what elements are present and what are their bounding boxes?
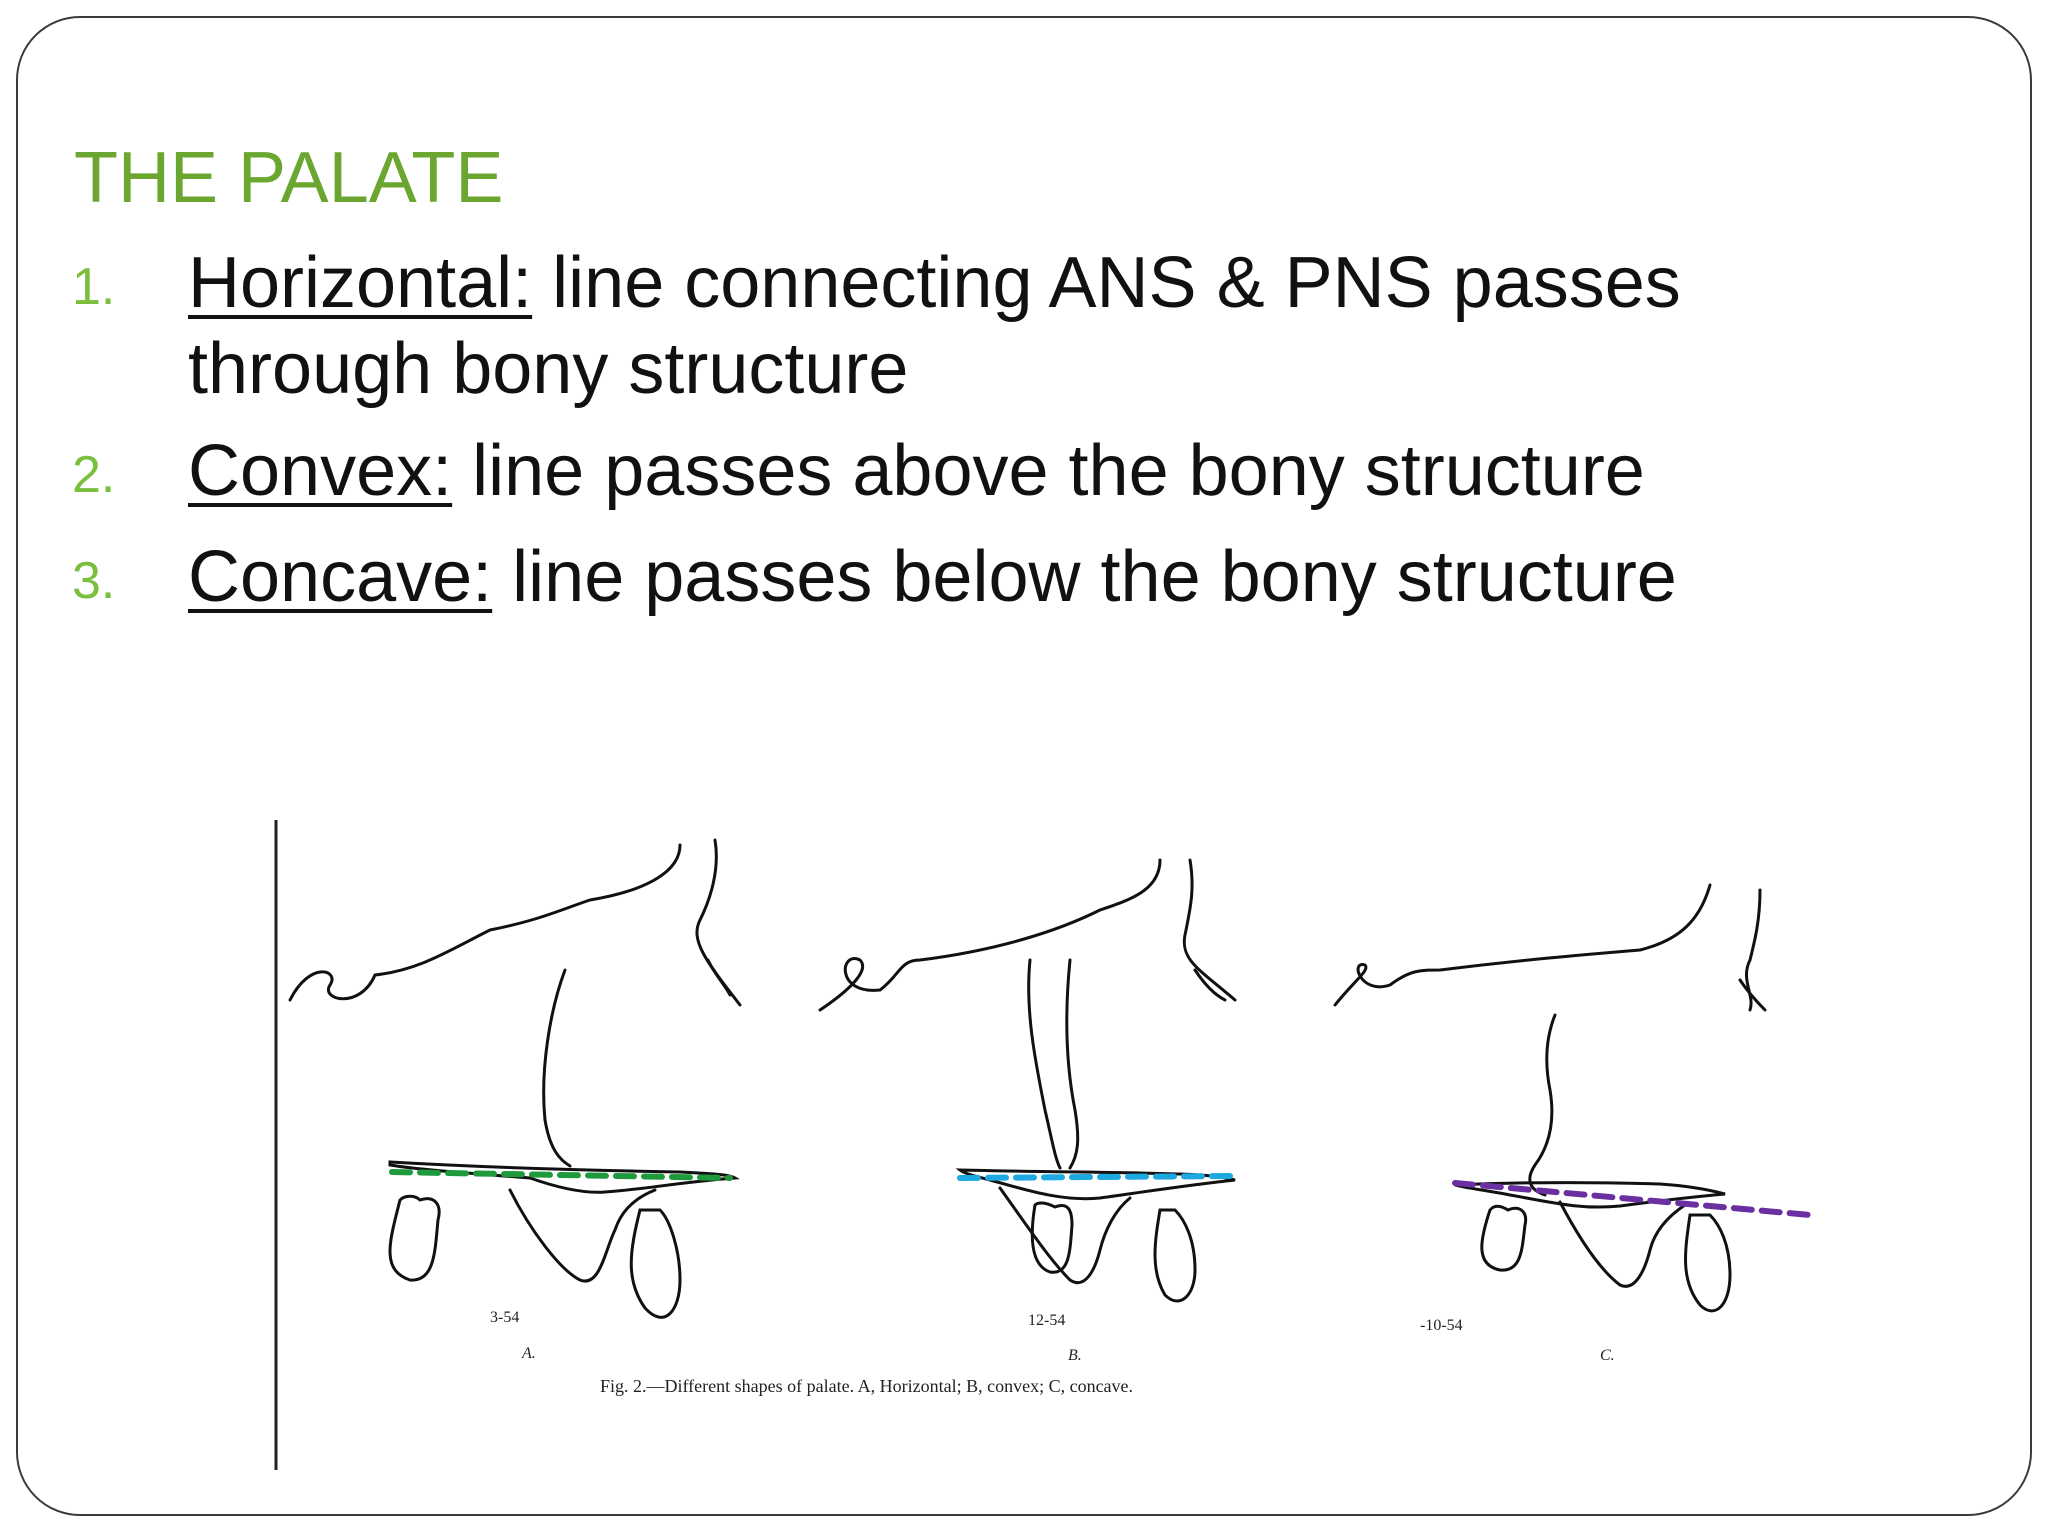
slide-title: THE PALATE xyxy=(74,138,504,218)
list-item-horizontal: 1. Horizontal: line connecting ANS & PNS… xyxy=(72,240,1832,412)
ans-pns-line xyxy=(389,1169,733,1181)
molar-outline xyxy=(388,1194,441,1282)
list-number: 1. xyxy=(72,258,116,316)
term-concave: Concave: xyxy=(188,537,493,617)
incisor-outline xyxy=(1065,958,1080,1170)
palate-drawings: 3-54 A. 12-54 B. -1 xyxy=(274,820,1813,1470)
palate-shapes-list: 1. Horizontal: line connecting ANS & PNS… xyxy=(72,240,1832,640)
list-item-concave: 3. Concave: line passes below the bony s… xyxy=(72,534,1832,624)
slide-frame xyxy=(16,16,2032,1516)
pterygoid-outline xyxy=(1193,968,1227,1002)
molar-outline xyxy=(1480,1204,1528,1272)
molar-outline xyxy=(1153,1208,1197,1303)
palate-outline xyxy=(388,1160,740,1194)
palate-tail-outline xyxy=(998,1186,1132,1284)
panel-code: 12-54 xyxy=(1028,1312,1065,1329)
list-item-text: Horizontal: line connecting ANS & PNS pa… xyxy=(188,240,1832,412)
figure-caption: Fig. 2.—Different shapes of palate. A, H… xyxy=(600,1376,1133,1396)
palate-shapes-figure: 3-54 A. 12-54 B. -1 xyxy=(260,810,1820,1480)
nasal-outline xyxy=(818,858,1162,1012)
pterygoid-outline xyxy=(706,958,732,997)
list-item-text: Convex: line passes above the bony struc… xyxy=(188,428,1645,514)
description-convex: line passes above the bony structure xyxy=(452,431,1645,511)
incisor-outline xyxy=(1528,1013,1557,1197)
ans-pns-line xyxy=(1452,1180,1813,1218)
palate-tail-outline xyxy=(1558,1200,1687,1288)
description-horizontal: line connecting ANS & PNS passes through… xyxy=(188,243,1681,409)
description-concave: line passes below the bony structure xyxy=(492,537,1677,617)
list-number: 3. xyxy=(72,552,116,610)
panel-code: 3-54 xyxy=(490,1309,519,1326)
molar-outline xyxy=(629,1208,682,1319)
list-number: 2. xyxy=(72,446,116,504)
palate-tail-outline xyxy=(508,1188,657,1283)
panel-concave xyxy=(1333,883,1813,1313)
panel-letter: A. xyxy=(521,1345,536,1362)
list-item-convex: 2. Convex: line passes above the bony st… xyxy=(72,428,1832,518)
nasal-outline xyxy=(288,843,682,1002)
pterygoid-outline xyxy=(1738,978,1767,1012)
panel-letter: B. xyxy=(1068,1347,1082,1364)
incisor-outline xyxy=(542,968,572,1168)
palate-outline xyxy=(1454,1181,1726,1209)
incisor-outline xyxy=(1027,958,1062,1170)
molar-outline xyxy=(1684,1213,1732,1313)
molar-outline xyxy=(1030,1201,1074,1274)
term-horizontal: Horizontal: xyxy=(188,243,533,323)
panel-horizontal xyxy=(288,838,742,1319)
sphenoid-outline xyxy=(695,838,742,1007)
nasal-outline xyxy=(1333,883,1712,1007)
term-convex: Convex: xyxy=(188,431,453,511)
panel-code: -10-54 xyxy=(1420,1317,1463,1334)
panel-letter: C. xyxy=(1600,1347,1615,1364)
ans-pns-line xyxy=(957,1173,1238,1181)
panel-convex xyxy=(818,858,1238,1303)
sphenoid-outline xyxy=(1182,858,1237,1002)
list-item-text: Concave: line passes below the bony stru… xyxy=(188,534,1677,620)
